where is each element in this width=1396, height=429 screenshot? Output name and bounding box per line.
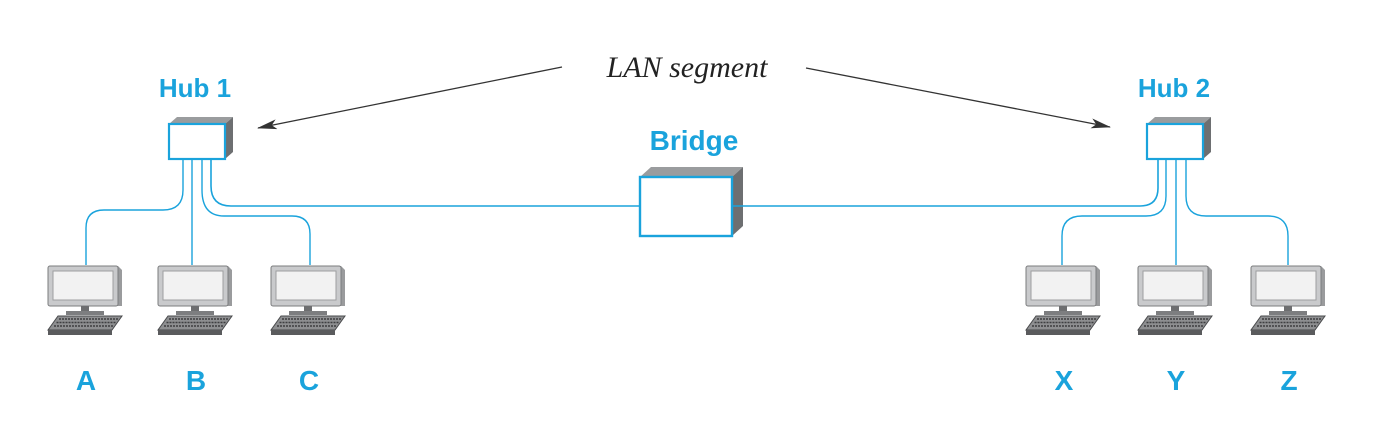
- hub-1: [167, 117, 233, 161]
- wire-hub1-to-bridge: [210, 159, 640, 207]
- hub-1-label: Hub 1: [159, 73, 231, 103]
- computer-a: [47, 265, 123, 335]
- hub-2: [1145, 117, 1211, 161]
- host-label-a: A: [76, 365, 96, 396]
- computer-y: [1137, 265, 1213, 335]
- host-label-c: C: [299, 365, 319, 396]
- hub-2-label: Hub 2: [1138, 73, 1210, 103]
- wire-bridge-to-hub2: [732, 159, 1159, 207]
- computers: [47, 265, 1326, 335]
- lan-segment-label: LAN segment: [606, 51, 768, 84]
- computer-z: [1250, 265, 1326, 335]
- host-label-b: B: [186, 365, 206, 396]
- wire-hub2-to-z: [1185, 159, 1289, 265]
- computer-b: [157, 265, 233, 335]
- wire-hub2-to-x: [1061, 159, 1167, 265]
- wire-hub1-to-c: [201, 159, 311, 265]
- lan-segment-arrow-left: [257, 66, 563, 130]
- bridge: [638, 167, 743, 238]
- wire-hub1-to-a: [85, 159, 184, 265]
- lan-segment-arrow-right: [805, 67, 1111, 129]
- host-label-y: Y: [1167, 365, 1186, 396]
- host-label-z: Z: [1280, 365, 1297, 396]
- host-label-x: X: [1055, 365, 1074, 396]
- bridge-label: Bridge: [650, 125, 739, 156]
- computer-c: [270, 265, 346, 335]
- computer-x: [1025, 265, 1101, 335]
